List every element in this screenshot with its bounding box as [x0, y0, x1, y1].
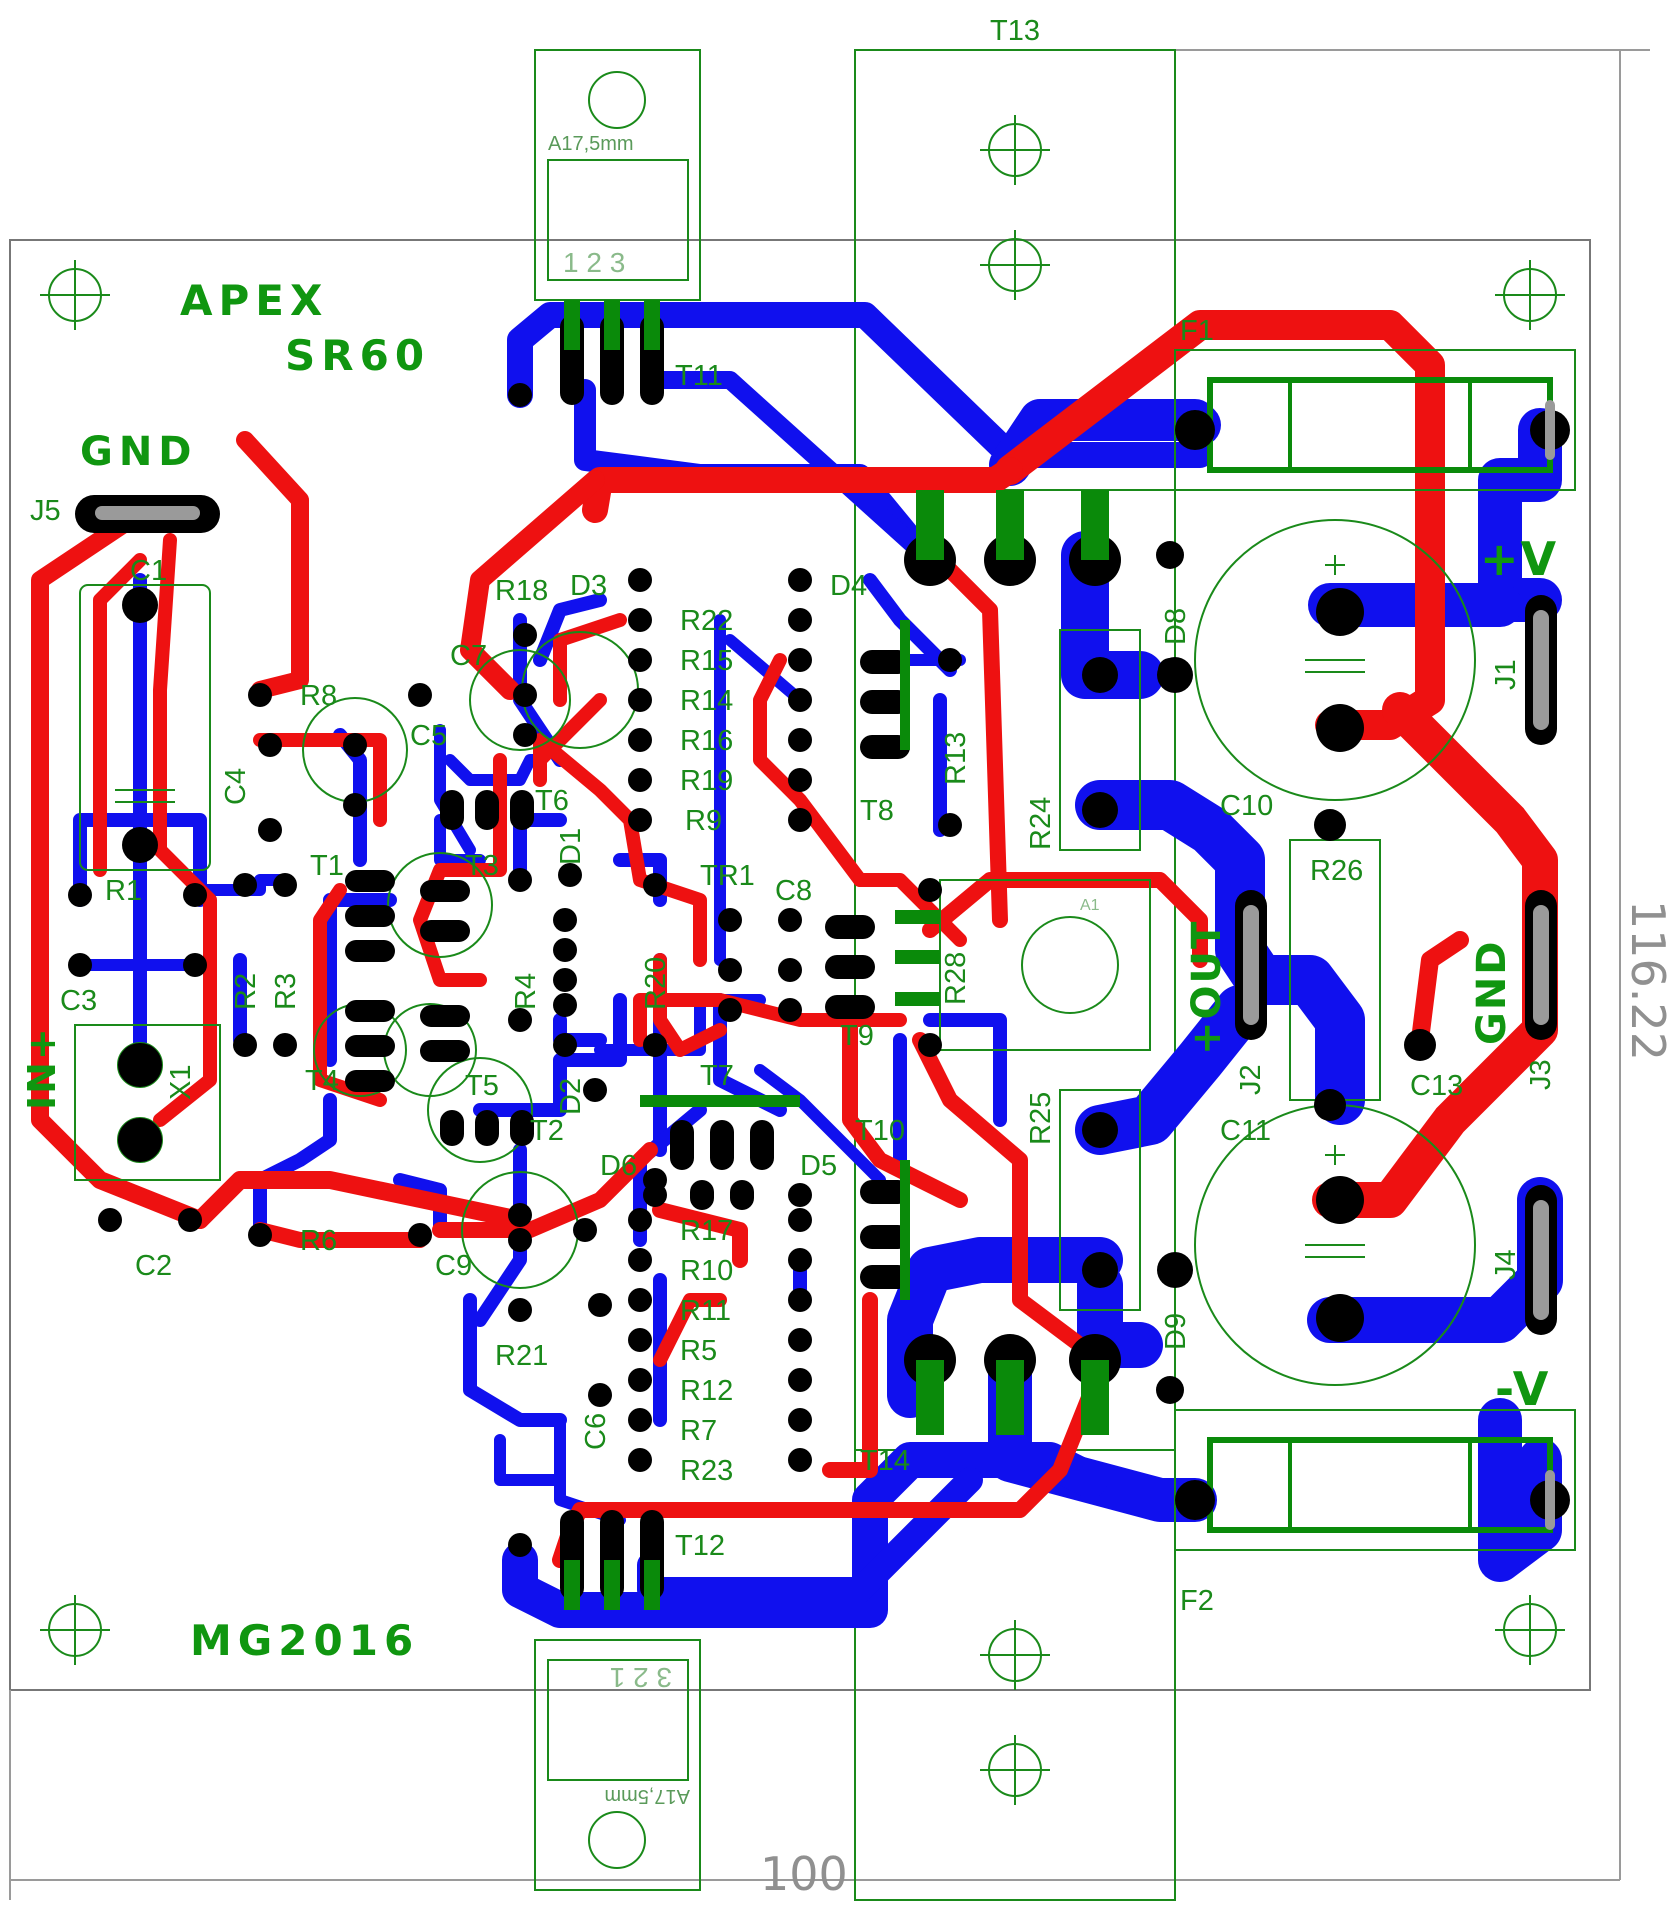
label-R5: R5 [680, 1335, 717, 1367]
label-T6: T6 [535, 785, 569, 817]
board-footer: MG2016 [190, 1616, 419, 1665]
label-R12: R12 [680, 1375, 733, 1407]
label-D9: D9 [1160, 1313, 1192, 1350]
to220-bottom-outline [534, 1639, 701, 1891]
label-R28: R28 [940, 952, 972, 1005]
heatsink-top-pins: 1 2 3 [563, 247, 625, 278]
dimension-lines [9, 49, 1650, 1900]
label-R14: R14 [680, 685, 733, 717]
label-R21: R21 [495, 1340, 548, 1372]
pads [68, 300, 1570, 1610]
mounting-holes [40, 260, 1565, 1665]
heatsink-top-label: A17,5mm [548, 133, 634, 155]
label-R1: R1 [105, 875, 142, 907]
resistor-R25-outline [1059, 1089, 1141, 1311]
label-C1: C1 [130, 555, 167, 587]
connector-J3-label: J3 [1525, 1059, 1557, 1090]
label-R24: R24 [1025, 797, 1057, 850]
label-R2: R2 [230, 973, 262, 1010]
label-C7: C7 [450, 640, 487, 672]
device-A1-outline [939, 879, 1151, 1051]
label-C13: C13 [1410, 1070, 1463, 1102]
connector-minus-v-label: -V [1495, 1362, 1550, 1416]
label-D6: D6 [600, 1150, 637, 1182]
label-R18: R18 [495, 575, 548, 607]
heatsink-outline [854, 49, 1176, 1901]
cap-C10-outline [1194, 519, 1476, 801]
label-R9: R9 [685, 805, 722, 837]
label-R3: R3 [270, 973, 302, 1010]
fuse-F1 [1174, 349, 1576, 491]
label-T14: T14 [860, 1445, 910, 1477]
label-R15: R15 [680, 645, 733, 677]
connector-out-label: +OUT [1184, 920, 1230, 1055]
label-A1: A1 [1080, 897, 1100, 914]
heatsink-bottom-label: A17,5mm [604, 1785, 690, 1807]
connector-gnd-right-label: GND [1469, 939, 1515, 1045]
connector-J1-label: J1 [1490, 659, 1522, 690]
label-D1: D1 [555, 828, 587, 865]
label-R4: R4 [510, 973, 542, 1010]
dimension-width: 100 [760, 1847, 848, 1901]
heatsink-bottom-pins: 3 2 1 [610, 1662, 672, 1693]
label-R10: R10 [680, 1255, 733, 1287]
label-TR1: TR1 [700, 860, 755, 892]
connector-J4-label: J4 [1490, 1249, 1522, 1280]
dimension-height: 116.22 [1621, 900, 1675, 1061]
board-title-2: SR60 [285, 331, 430, 380]
label-C6: C6 [580, 1413, 612, 1450]
connector-J2-label: J2 [1235, 1064, 1267, 1095]
label-T10: T10 [855, 1115, 905, 1147]
connector-gnd-top-label: GND [80, 429, 198, 475]
label-F2: F2 [1180, 1585, 1214, 1617]
label-R26: R26 [1310, 855, 1363, 887]
label-R25: R25 [1025, 1092, 1057, 1145]
label-T4: T4 [305, 1065, 339, 1097]
label-T8: T8 [860, 795, 894, 827]
label-C8: C8 [775, 875, 812, 907]
label-T5: T5 [465, 1070, 499, 1102]
resistor-R24-outline [1059, 629, 1141, 851]
label-T7: T7 [700, 1060, 734, 1092]
label-T1: T1 [310, 850, 344, 882]
label-D4: D4 [830, 570, 867, 602]
label-R8: R8 [300, 680, 337, 712]
label-R23: R23 [680, 1455, 733, 1487]
label-T9: T9 [840, 1020, 874, 1052]
label-R6: R6 [300, 1225, 337, 1257]
label-C2: C2 [135, 1250, 172, 1282]
label-R16: R16 [680, 725, 733, 757]
label-C10: C10 [1220, 790, 1273, 822]
connector-X1-label: X1 [165, 1065, 197, 1100]
label-C11: C11 [1220, 1115, 1271, 1147]
label-C4: C4 [220, 768, 252, 805]
board-outline [9, 239, 1591, 1691]
label-C3: C3 [60, 985, 97, 1017]
label-C9: C9 [435, 1250, 472, 1282]
label-R20: R20 [640, 957, 672, 1010]
label-R17: R17 [680, 1215, 733, 1247]
label-F1: F1 [1180, 315, 1214, 347]
label-D3: D3 [570, 570, 607, 602]
label-R19: R19 [680, 765, 733, 797]
label-T13: T13 [990, 15, 1040, 47]
label-R22: R22 [680, 605, 733, 637]
label-T12: T12 [675, 1530, 725, 1562]
label-T3: T3 [465, 850, 499, 882]
board-title-1: APEX [180, 276, 328, 325]
connector-J5-label: J5 [30, 495, 61, 527]
label-D2: D2 [555, 1078, 587, 1115]
label-T2: T2 [530, 1115, 564, 1147]
label-R11: R11 [680, 1295, 731, 1327]
label-D5: D5 [800, 1150, 837, 1182]
label-T11: T11 [675, 360, 723, 392]
label-R7: R7 [680, 1415, 717, 1447]
connector-plus-v-label: +V [1480, 532, 1558, 586]
label-R13: R13 [940, 732, 972, 785]
cap-C1-outline [79, 584, 211, 871]
connector-in-plus-label: IN+ [20, 1026, 64, 1110]
label-D8: D8 [1160, 608, 1192, 645]
label-C5: C5 [410, 720, 447, 752]
